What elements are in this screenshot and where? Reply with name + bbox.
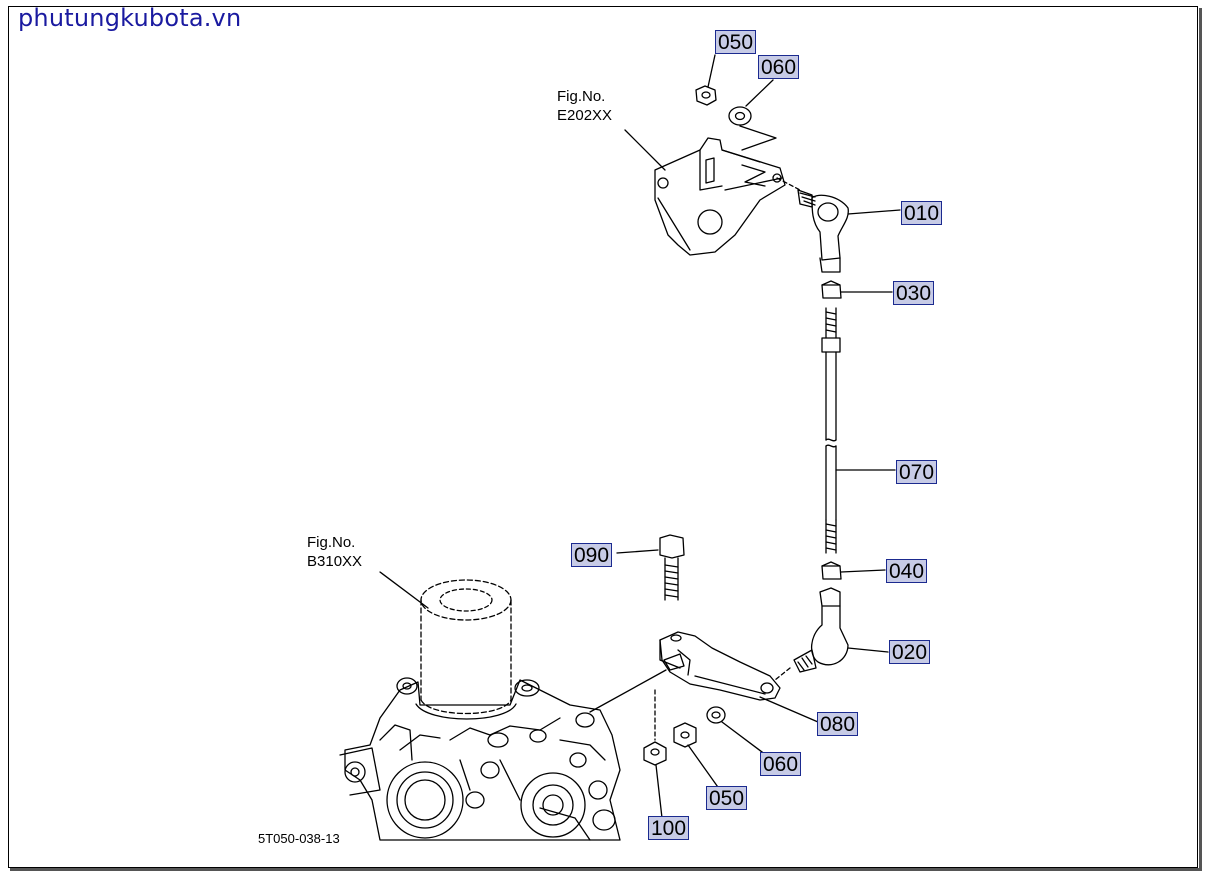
rod-070-upper [821,307,841,442]
washer-060-bottom [706,706,726,724]
bracket-bolt-line [724,177,783,191]
leader-060-top [739,125,777,151]
washer-060-top [728,106,752,126]
pump-assembly [339,571,621,841]
nut-050-bottom [673,722,697,748]
watermark: phutungkubota.vn [18,4,242,32]
leader-080 [759,696,819,723]
part-label-010[interactable]: 010 [901,201,943,225]
nut-030 [821,280,842,299]
rod-070-lower [825,444,837,554]
part-label-070[interactable]: 070 [896,460,938,484]
diagram-code: 5T050-038-13 [258,831,340,846]
leader-020 [847,647,889,653]
figure-ref-line1: Fig.No. [307,534,356,551]
part-label-050-bottom[interactable]: 050 [706,786,748,810]
figure-ref-line2: E202XX [557,107,613,124]
leader-010 [847,209,901,215]
leader-100 [655,764,663,819]
part-label-050-top[interactable]: 050 [715,30,757,54]
leader-060-top-b [745,79,774,107]
figure-ref-e202[interactable]: Fig.No. E202XX [557,87,612,125]
part-label-080[interactable]: 080 [817,712,859,736]
frame-shadow-bottom [10,868,1202,871]
lever-arm-080 [659,631,781,701]
ball-joint-010 [797,189,849,273]
part-label-060-top[interactable]: 060 [758,55,800,79]
leader-090 [616,549,659,554]
figure-ref-b310[interactable]: Fig.No. B310XX [307,533,362,571]
frame-shadow-right [1199,8,1202,870]
part-label-100[interactable]: 100 [648,816,690,840]
leader-e202 [624,129,666,171]
leader-050-bottom [687,744,721,791]
part-label-020[interactable]: 020 [889,640,931,664]
nut-040 [821,561,842,580]
ball-joint-020 [793,587,849,673]
leader-050-top [707,54,716,88]
figure-ref-line2: B310XX [307,553,363,570]
part-label-030[interactable]: 030 [893,281,935,305]
diagram-frame [8,6,1198,868]
part-label-040[interactable]: 040 [886,559,928,583]
bolt-090 [659,534,685,601]
figure-ref-line1: Fig.No. [557,88,606,105]
part-label-060-bottom[interactable]: 060 [760,752,802,776]
nut-050-top [695,85,717,106]
lever-to-pump-line [589,669,667,713]
nut-100 [643,741,667,766]
leader-b310 [379,571,429,609]
part-label-090[interactable]: 090 [571,543,613,567]
upper-bracket [654,137,786,256]
leader-040 [840,569,886,573]
axis-lower [774,667,791,681]
axis-upper [776,177,801,191]
